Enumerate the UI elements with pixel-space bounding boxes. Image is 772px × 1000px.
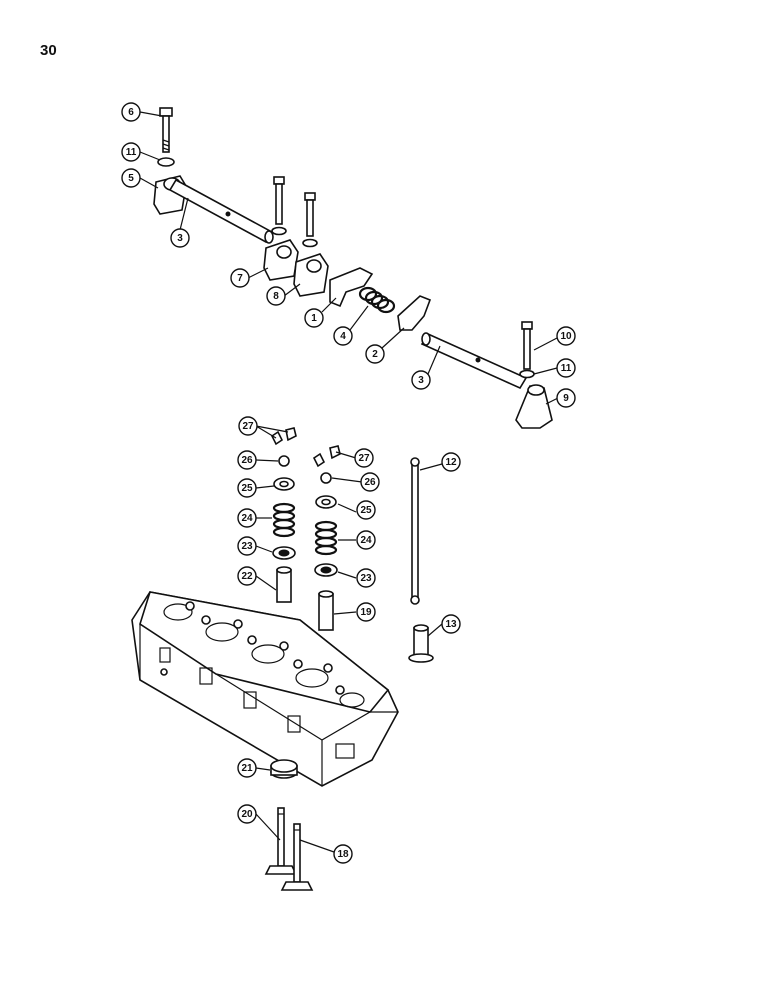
callout-label: 6 <box>128 107 134 118</box>
callout-24: 24 <box>356 530 376 550</box>
callout-label: 3 <box>418 375 424 386</box>
callout-label: 8 <box>273 291 279 302</box>
callout-label: 11 <box>561 363 572 374</box>
callout-7: 7 <box>230 268 250 288</box>
callout-label: 23 <box>241 541 253 552</box>
part-tappet-13 <box>408 624 434 663</box>
callout-1: 1 <box>304 308 324 328</box>
callout-label: 4 <box>340 331 346 342</box>
callout-label: 1 <box>311 313 317 324</box>
part-bolt-10 <box>521 321 533 330</box>
callout-label: 3 <box>177 233 183 244</box>
rocker-shaft-assembly <box>153 107 553 429</box>
callout-label: 24 <box>360 535 372 546</box>
callout-label: 13 <box>445 619 457 630</box>
callout-label: 23 <box>360 573 372 584</box>
part-valve-guide-22 <box>276 569 292 603</box>
callout-11: 11 <box>121 142 141 162</box>
callout-27: 27 <box>238 416 258 436</box>
callout-23: 23 <box>237 536 257 556</box>
callout-layer: 6115378142310119272625242322272625242319… <box>121 102 576 864</box>
part-shaft-3a <box>168 178 274 244</box>
callout-label: 24 <box>241 513 253 524</box>
callout-8: 8 <box>266 286 286 306</box>
callout-4: 4 <box>333 326 353 346</box>
callout-21: 21 <box>237 758 257 778</box>
callout-label: 26 <box>241 455 253 466</box>
page-number: 30 <box>40 42 57 59</box>
part-valve-guide-19 <box>318 593 334 631</box>
part-valve-20 <box>264 807 298 875</box>
valve-seat-21 <box>270 759 298 779</box>
callout-20: 20 <box>237 804 257 824</box>
part-shaft-3b <box>420 332 528 390</box>
callout-25: 25 <box>356 500 376 520</box>
callout-12: 12 <box>441 452 461 472</box>
callout-2: 2 <box>365 344 385 364</box>
callout-label: 2 <box>372 349 378 360</box>
callout-label: 25 <box>241 483 253 494</box>
callout-10: 10 <box>556 326 576 346</box>
callout-25: 25 <box>237 478 257 498</box>
callout-6: 6 <box>121 102 141 122</box>
part-valve-18 <box>280 823 314 891</box>
part-valve-spring-24b <box>314 520 338 556</box>
part-bolts-7-8 <box>271 176 318 248</box>
callout-label: 5 <box>128 173 134 184</box>
callout-label: 9 <box>563 393 569 404</box>
valve-train <box>270 427 434 663</box>
callout-5: 5 <box>121 168 141 188</box>
callout-27: 27 <box>354 448 374 468</box>
part-spring-4 <box>358 286 396 314</box>
cylinder-head <box>131 591 399 787</box>
part-push-rod-12 <box>410 457 420 605</box>
callout-24: 24 <box>237 508 257 528</box>
part-bolt-6 <box>159 107 173 153</box>
callout-label: 27 <box>358 453 370 464</box>
callout-label: 27 <box>242 421 254 432</box>
part-valve-spring-24a <box>272 502 296 538</box>
callout-3: 3 <box>170 228 190 248</box>
callout-26: 26 <box>360 472 380 492</box>
callout-label: 10 <box>560 331 572 342</box>
callout-label: 20 <box>241 809 253 820</box>
part-rocker-arm-2 <box>397 295 432 331</box>
part-washer-11b <box>519 369 535 379</box>
callout-11: 11 <box>556 358 576 378</box>
callout-label: 11 <box>126 147 137 158</box>
callout-label: 22 <box>241 571 253 582</box>
callout-19: 19 <box>356 602 376 622</box>
callout-label: 21 <box>241 763 253 774</box>
callout-23: 23 <box>356 568 376 588</box>
callout-label: 26 <box>364 477 376 488</box>
callout-26: 26 <box>237 450 257 470</box>
callout-9: 9 <box>556 388 576 408</box>
callout-18: 18 <box>333 844 353 864</box>
callout-13: 13 <box>441 614 461 634</box>
callout-label: 18 <box>337 849 349 860</box>
callout-22: 22 <box>237 566 257 586</box>
part-washer-11a <box>157 157 175 167</box>
callout-label: 19 <box>360 607 372 618</box>
callout-label: 7 <box>237 273 243 284</box>
callout-label: 25 <box>360 505 372 516</box>
callout-3: 3 <box>411 370 431 390</box>
leader-lines <box>139 111 559 853</box>
callout-label: 12 <box>445 457 457 468</box>
